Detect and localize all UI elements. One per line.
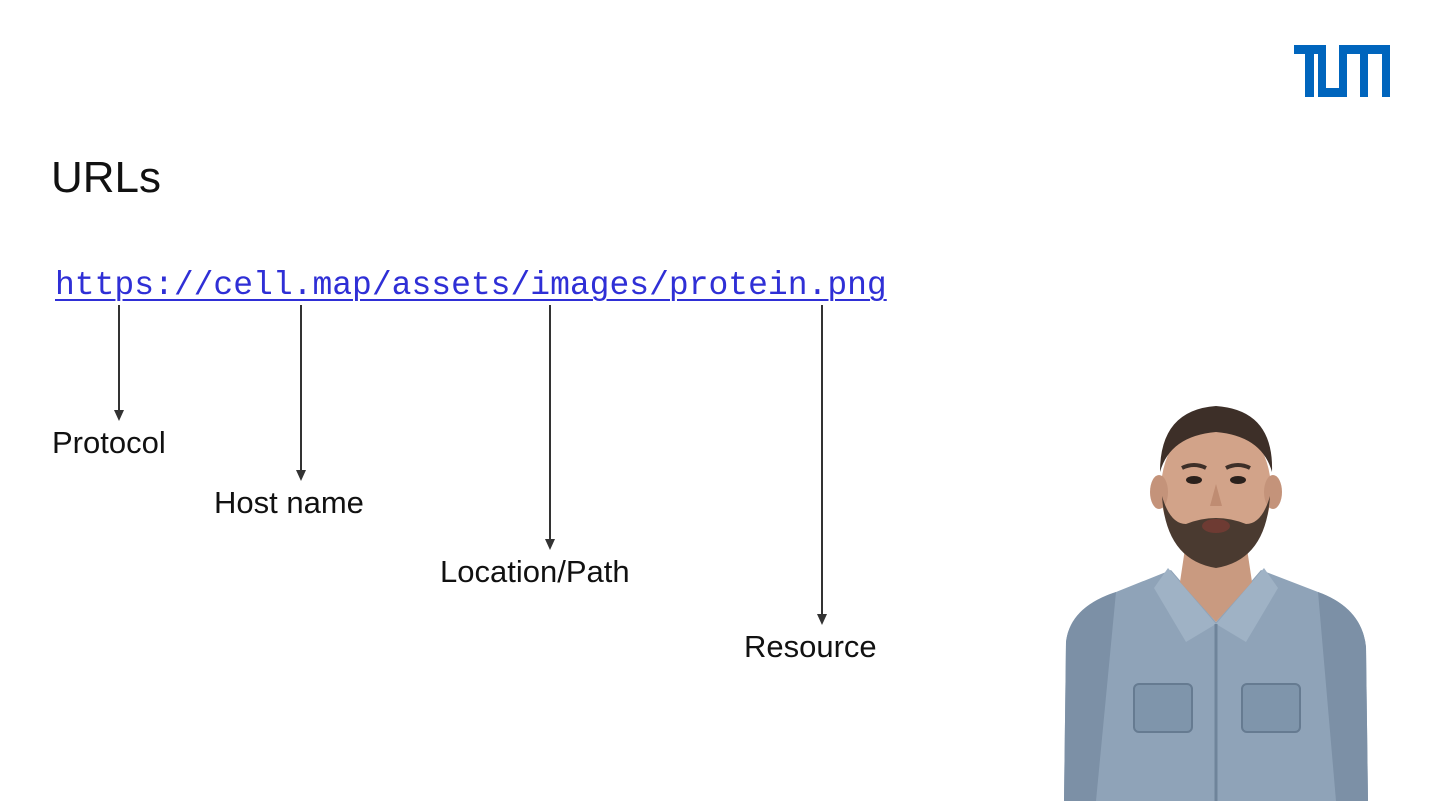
label-host-name: Host name (214, 485, 364, 520)
tum-logo-icon (1294, 45, 1390, 97)
example-url: https://cell.map/assets/images/protein.p… (55, 267, 887, 304)
presenter-video-icon (1064, 406, 1368, 801)
arrow-resource (817, 305, 827, 625)
arrow-host (296, 305, 306, 481)
label-protocol: Protocol (52, 425, 166, 460)
label-location-path: Location/Path (440, 554, 630, 589)
arrow-path (545, 305, 555, 550)
arrow-protocol (114, 305, 124, 421)
slide-title: URLs (51, 153, 162, 202)
label-resource: Resource (744, 629, 877, 664)
